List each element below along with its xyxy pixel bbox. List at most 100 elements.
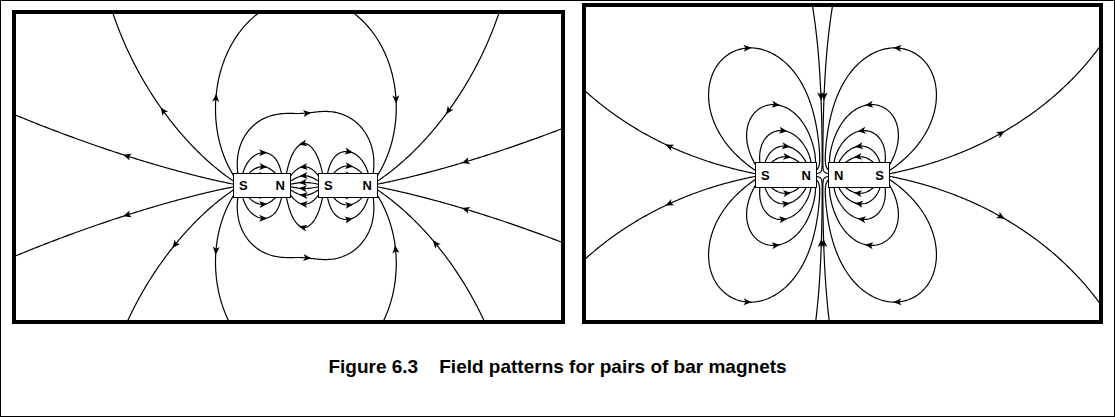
field-arrow — [345, 201, 354, 209]
field-arrow — [345, 162, 354, 170]
field-line — [286, 167, 322, 183]
field-arrow — [865, 101, 874, 109]
field-arrow — [782, 200, 791, 208]
field-arrow — [820, 92, 827, 100]
figure-caption: Figure 6.3 Field patterns for pairs of b… — [0, 356, 1115, 378]
field-arrow — [996, 212, 1006, 222]
field-arrow — [344, 215, 353, 223]
field-line — [825, 48, 936, 172]
field-arrow — [212, 247, 220, 256]
field-arrow — [259, 200, 267, 208]
field-line — [830, 178, 899, 245]
pole-letter: S — [324, 179, 333, 192]
pole-letter: N — [834, 169, 843, 182]
field-line — [215, 190, 236, 320]
bar-magnet: SN — [755, 162, 817, 188]
field-arrow — [783, 189, 792, 197]
field-line — [747, 178, 816, 245]
field-line — [586, 176, 756, 262]
field-line — [112, 14, 235, 182]
field-arrow — [853, 153, 862, 161]
field-line — [237, 190, 374, 260]
field-line — [889, 43, 1099, 174]
field-line — [377, 128, 561, 185]
field-arrow — [299, 185, 307, 192]
field-line — [286, 189, 322, 205]
field-arrow — [298, 139, 307, 147]
field-line — [374, 190, 396, 320]
field-line — [889, 176, 1099, 307]
field-arrow — [893, 44, 901, 52]
field-arrow — [392, 245, 400, 254]
field-arrow — [299, 200, 308, 208]
field-arrow — [303, 254, 312, 262]
field-lines — [16, 14, 561, 320]
field-line — [237, 111, 374, 181]
field-arrow — [212, 93, 220, 102]
field-arrow — [893, 298, 901, 306]
field-arrow — [857, 127, 866, 135]
field-arrow — [779, 127, 788, 135]
field-arrow — [299, 172, 307, 179]
pole-letter: N — [276, 179, 285, 192]
field-arrow — [299, 191, 307, 198]
field-arrow — [344, 148, 353, 156]
field-arrow — [158, 105, 168, 116]
field-arrow — [772, 241, 781, 249]
field-arrow — [299, 163, 308, 171]
field-arrow — [170, 240, 180, 251]
field-arrow — [865, 241, 874, 249]
pole-letter: S — [761, 169, 770, 182]
field-line — [825, 178, 936, 302]
field-line — [709, 48, 820, 172]
field-arrow — [259, 215, 267, 222]
field-arrow — [122, 151, 132, 160]
field-arrow — [782, 142, 791, 150]
field-arrow — [299, 179, 307, 186]
pole-letter: N — [802, 169, 811, 182]
field-arrow — [743, 298, 751, 306]
bar-magnet: SN — [233, 173, 291, 198]
field-arrow — [430, 238, 440, 249]
field-arrow — [772, 101, 781, 109]
field-line — [709, 178, 820, 302]
field-line — [823, 176, 830, 320]
field-arrow — [259, 149, 267, 156]
panel-frame — [584, 5, 1101, 322]
bar-magnet: SN — [318, 173, 378, 198]
field-lines — [586, 7, 1099, 320]
field-arrow — [853, 189, 862, 197]
field-arrow — [259, 163, 267, 171]
field-line — [815, 176, 822, 320]
field-arrow — [783, 153, 792, 161]
pole-letter: S — [239, 179, 248, 192]
field-line — [812, 7, 822, 174]
field-arrow — [122, 211, 132, 220]
field-arrow — [392, 95, 399, 103]
panel-frame — [14, 12, 563, 322]
field-line — [586, 88, 756, 174]
field-arrow — [461, 157, 471, 166]
field-arrow — [664, 199, 674, 209]
field-line — [16, 114, 234, 184]
field-arrow — [820, 239, 827, 247]
field-arrow — [854, 142, 863, 150]
field-arrow — [857, 215, 866, 223]
field-arrow — [298, 223, 307, 231]
field-arrow — [443, 106, 453, 117]
field-arrow — [664, 141, 674, 151]
field-line — [16, 187, 234, 257]
field-line — [126, 189, 235, 320]
field-arrow — [743, 44, 751, 52]
field-line — [350, 14, 396, 181]
field-arrow — [854, 200, 863, 208]
pole-letter: S — [875, 169, 884, 182]
field-arrow — [303, 109, 312, 117]
bar-magnet: NS — [828, 162, 890, 188]
pole-letter: N — [363, 179, 372, 192]
field-arrow — [996, 128, 1006, 138]
field-arrow — [779, 215, 788, 223]
